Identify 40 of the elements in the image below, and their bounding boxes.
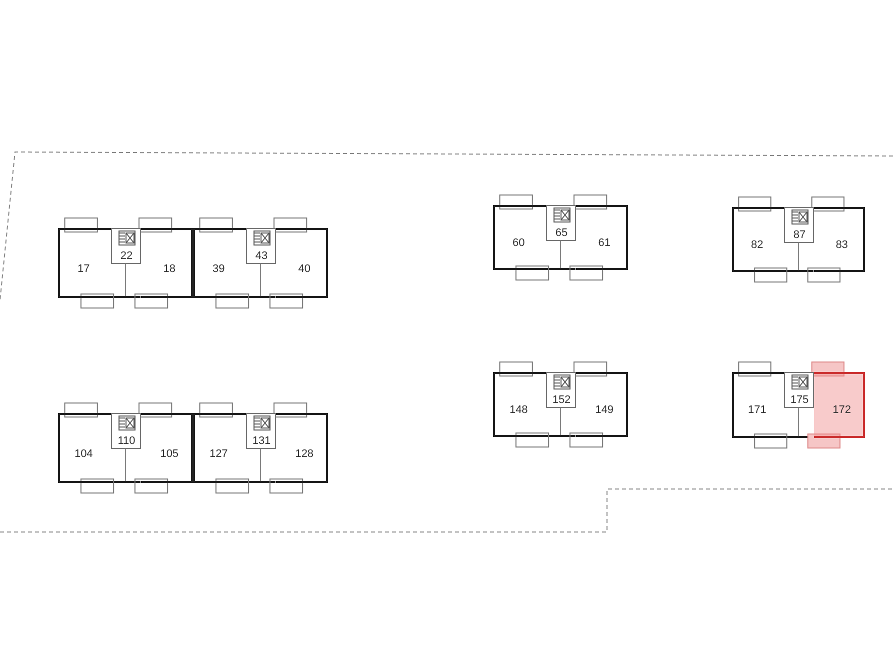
unit-number: 65: [555, 227, 568, 239]
unit-number: 127: [209, 448, 228, 460]
unit-number: 18: [163, 262, 176, 274]
unit-number: 172: [832, 404, 851, 416]
unit-number: 22: [120, 250, 133, 262]
unit-number: 175: [790, 394, 809, 406]
unit-number: 148: [509, 404, 528, 416]
apartment-unit: [814, 372, 865, 438]
apartment-unit: [276, 228, 328, 298]
unit-number: 17: [78, 262, 90, 274]
unit-number: 82: [751, 238, 764, 251]
stair-core: [546, 372, 576, 408]
apartment-unit: [814, 207, 865, 272]
apartment-unit: [576, 372, 628, 437]
stair-core: [546, 205, 576, 241]
apartment-unit: [276, 413, 328, 483]
apartment-unit: [140, 413, 193, 483]
stair-core: [784, 372, 814, 408]
unit-number: 149: [595, 404, 614, 416]
unit-number: 87: [793, 229, 806, 241]
unit-number: 110: [118, 435, 136, 447]
unit-number: 128: [295, 448, 314, 460]
unit-number: 39: [212, 262, 225, 274]
unit-number: 152: [552, 394, 571, 406]
unit-number: 105: [160, 448, 179, 460]
unit-number: 171: [748, 404, 766, 416]
apartment-unit: [140, 228, 193, 298]
unit-number: 131: [252, 435, 271, 447]
stair-core: [110, 228, 140, 264]
unit-number: 61: [598, 236, 610, 249]
stair-core: [110, 413, 140, 449]
unit-number: 83: [836, 238, 848, 251]
unit-number: 43: [255, 250, 268, 262]
stair-core: [784, 207, 814, 243]
stair-core: [246, 228, 276, 264]
apartment-unit: [576, 205, 628, 270]
stair-core: [246, 413, 276, 449]
unit-number: 40: [298, 262, 310, 274]
unit-number: 104: [74, 448, 93, 460]
unit-number: 60: [512, 236, 525, 249]
